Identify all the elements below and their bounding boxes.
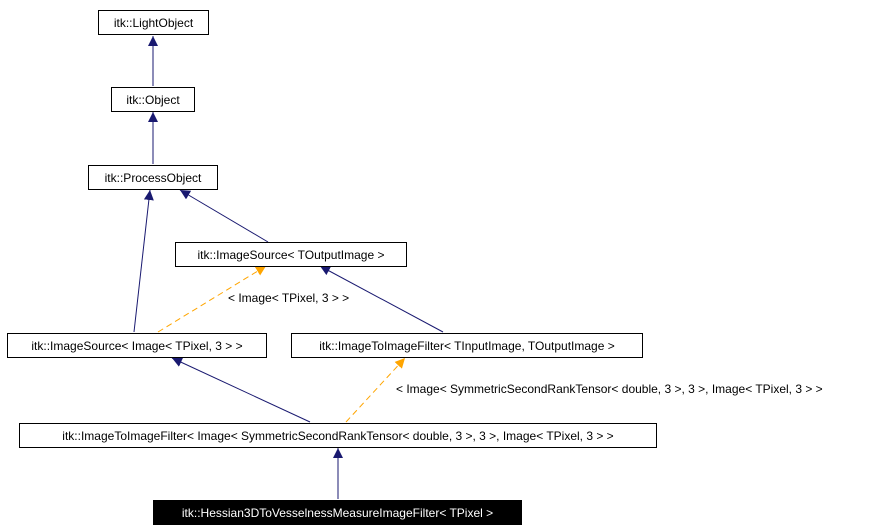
node-hessian-filter[interactable]: itk::Hessian3DToVesselnessMeasureImageFi…	[153, 500, 522, 525]
node-process-object[interactable]: itk::ProcessObject	[88, 165, 218, 190]
node-image-source-image-label: itk::ImageSource< Image< TPixel, 3 > >	[31, 339, 242, 353]
node-image-to-image-filter-generic-label: itk::ImageToImageFilter< TInputImage, TO…	[319, 339, 615, 353]
edge-template-filter	[345, 357, 406, 423]
node-hessian-filter-label: itk::Hessian3DToVesselnessMeasureImageFi…	[182, 506, 493, 520]
edge-label-image-source-template: < Image< TPixel, 3 > >	[228, 291, 349, 305]
node-process-object-label: itk::ProcessObject	[105, 171, 202, 185]
edge-image-source-image-to-process-object	[133, 189, 154, 333]
edge-filter-generic-to-image-source-toutput	[319, 265, 444, 333]
node-object-label: itk::Object	[126, 93, 180, 107]
node-image-to-image-filter-specific[interactable]: itk::ImageToImageFilter< Image< Symmetri…	[19, 423, 657, 448]
node-image-to-image-filter-generic[interactable]: itk::ImageToImageFilter< TInputImage, TO…	[291, 333, 643, 358]
edge-image-source-toutput-to-process-object	[179, 189, 269, 243]
node-image-source-image[interactable]: itk::ImageSource< Image< TPixel, 3 > >	[7, 333, 267, 358]
edge-template-image-source	[157, 265, 267, 333]
node-image-source-toutput-label: itk::ImageSource< TOutputImage >	[198, 248, 385, 262]
node-image-source-toutput[interactable]: itk::ImageSource< TOutputImage >	[175, 242, 407, 267]
edge-label-filter-template: < Image< SymmetricSecondRankTensor< doub…	[396, 382, 823, 396]
node-object[interactable]: itk::Object	[111, 87, 195, 112]
edges-layer	[133, 36, 444, 499]
nodes-layer: itk::LightObject itk::Object itk::Proces…	[7, 10, 657, 525]
node-light-object[interactable]: itk::LightObject	[98, 10, 209, 35]
node-image-to-image-filter-specific-label: itk::ImageToImageFilter< Image< Symmetri…	[62, 429, 613, 443]
edge-filter-specific-to-image-source-image	[171, 357, 311, 423]
node-light-object-label: itk::LightObject	[114, 16, 194, 30]
